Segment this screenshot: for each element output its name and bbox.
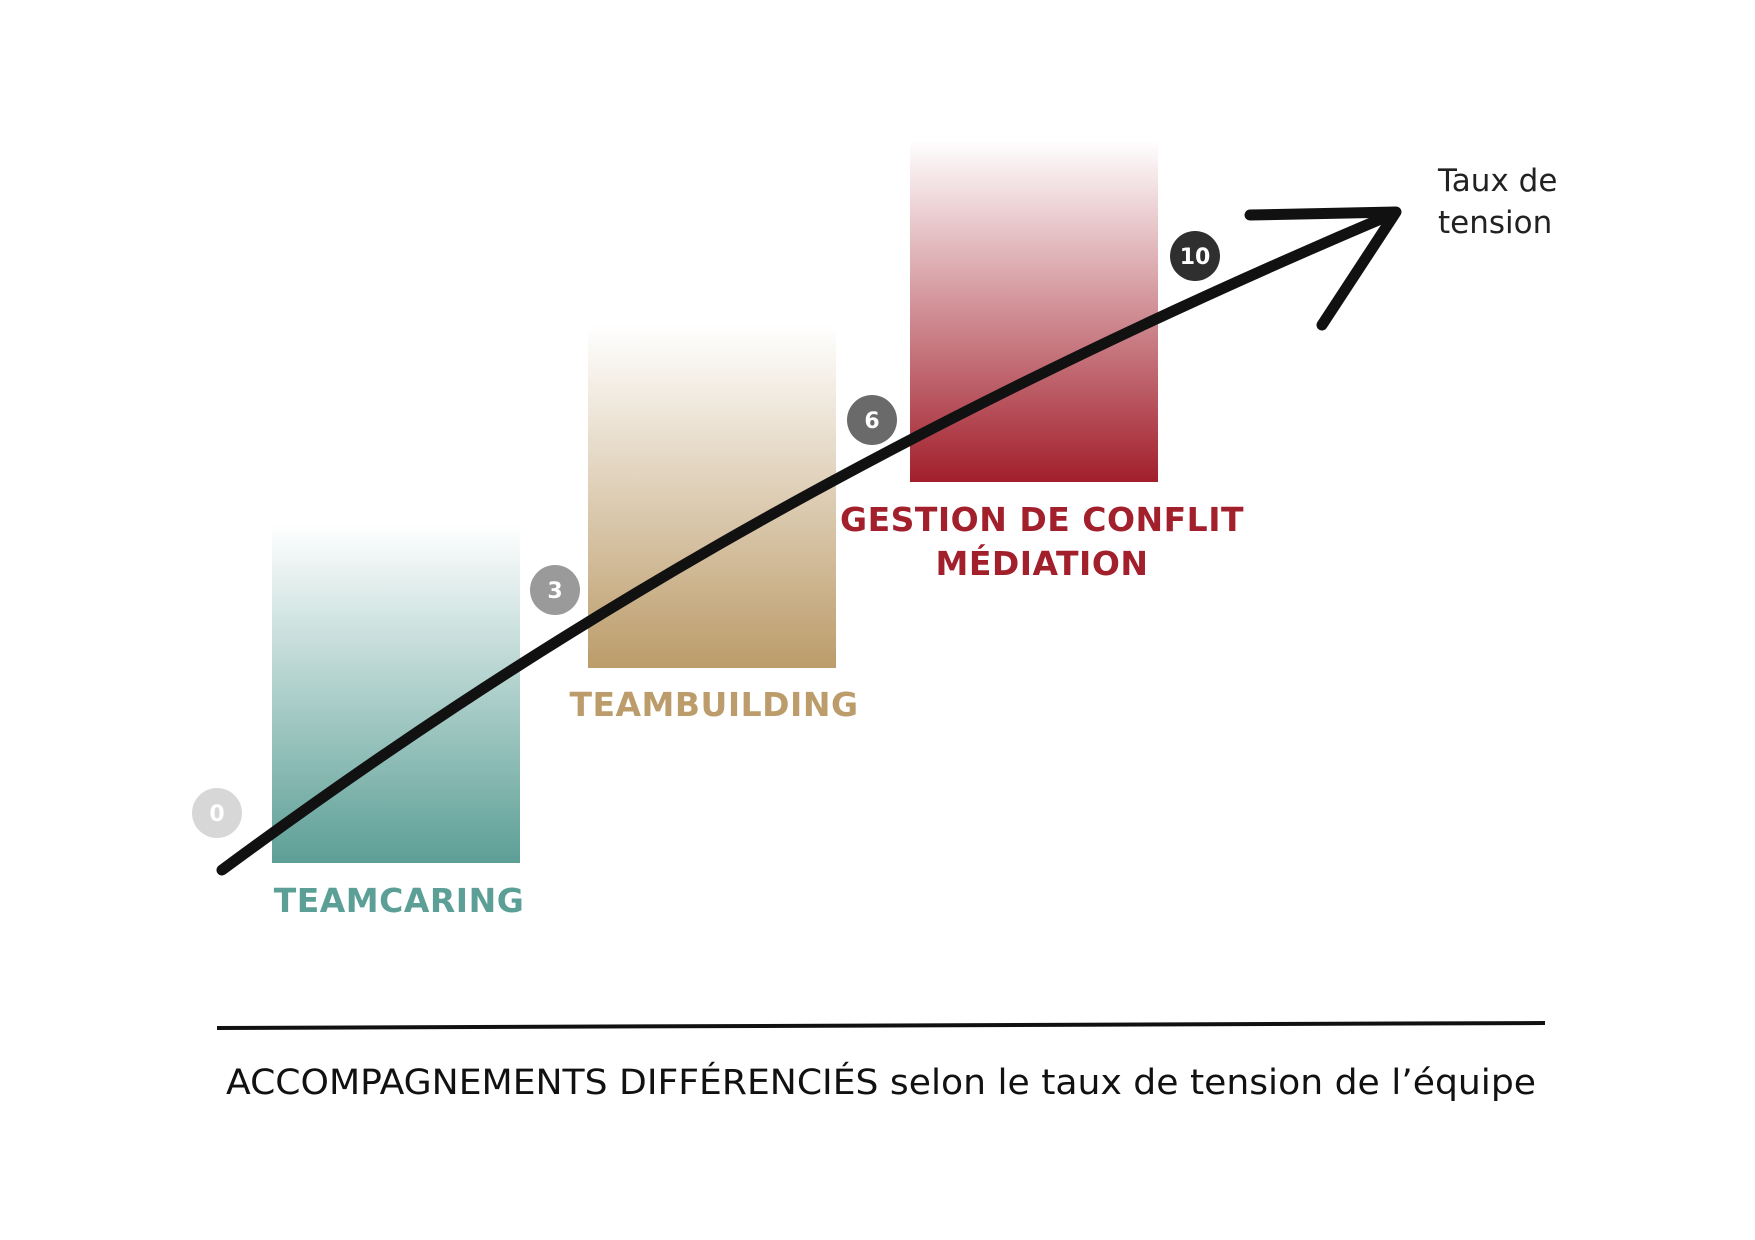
- conflit-label-line1: GESTION DE CONFLIT: [840, 500, 1244, 539]
- level-marker-6: 6: [847, 395, 897, 445]
- level-3-circle: [530, 565, 580, 615]
- tension-arrow-curve: [216, 209, 1396, 876]
- baseline-divider: [216, 1021, 1546, 1030]
- level-10-value: 10: [1180, 245, 1211, 270]
- level-6-value: 6: [864, 409, 879, 434]
- conflit-block: [910, 140, 1158, 482]
- caption-rest: selon le taux de tension de l’équipe: [878, 1063, 1536, 1103]
- teambuilding-label: TEAMBUILDING: [569, 685, 858, 724]
- level-6-circle: [847, 395, 897, 445]
- level-marker-10: 10: [1170, 231, 1220, 281]
- axis-label-line2: tension: [1438, 205, 1552, 241]
- tension-arrow-head: [1244, 206, 1402, 331]
- teamcaring-label: TEAMCARING: [274, 881, 525, 920]
- axis-label-line1: Taux de: [1437, 163, 1557, 199]
- level-0-value: 0: [209, 802, 224, 827]
- level-marker-0: 0: [192, 788, 242, 838]
- level-marker-3: 3: [530, 565, 580, 615]
- caption: ACCOMPAGNEMENTS DIFFÉRENCIÉS selon le ta…: [226, 1061, 1536, 1103]
- conflit-label-line2: MÉDIATION: [936, 543, 1149, 583]
- caption-bold-part: ACCOMPAGNEMENTS DIFFÉRENCIÉS: [226, 1061, 878, 1103]
- level-0-circle: [192, 788, 242, 838]
- level-10-circle: [1170, 231, 1220, 281]
- level-3-value: 3: [547, 579, 562, 604]
